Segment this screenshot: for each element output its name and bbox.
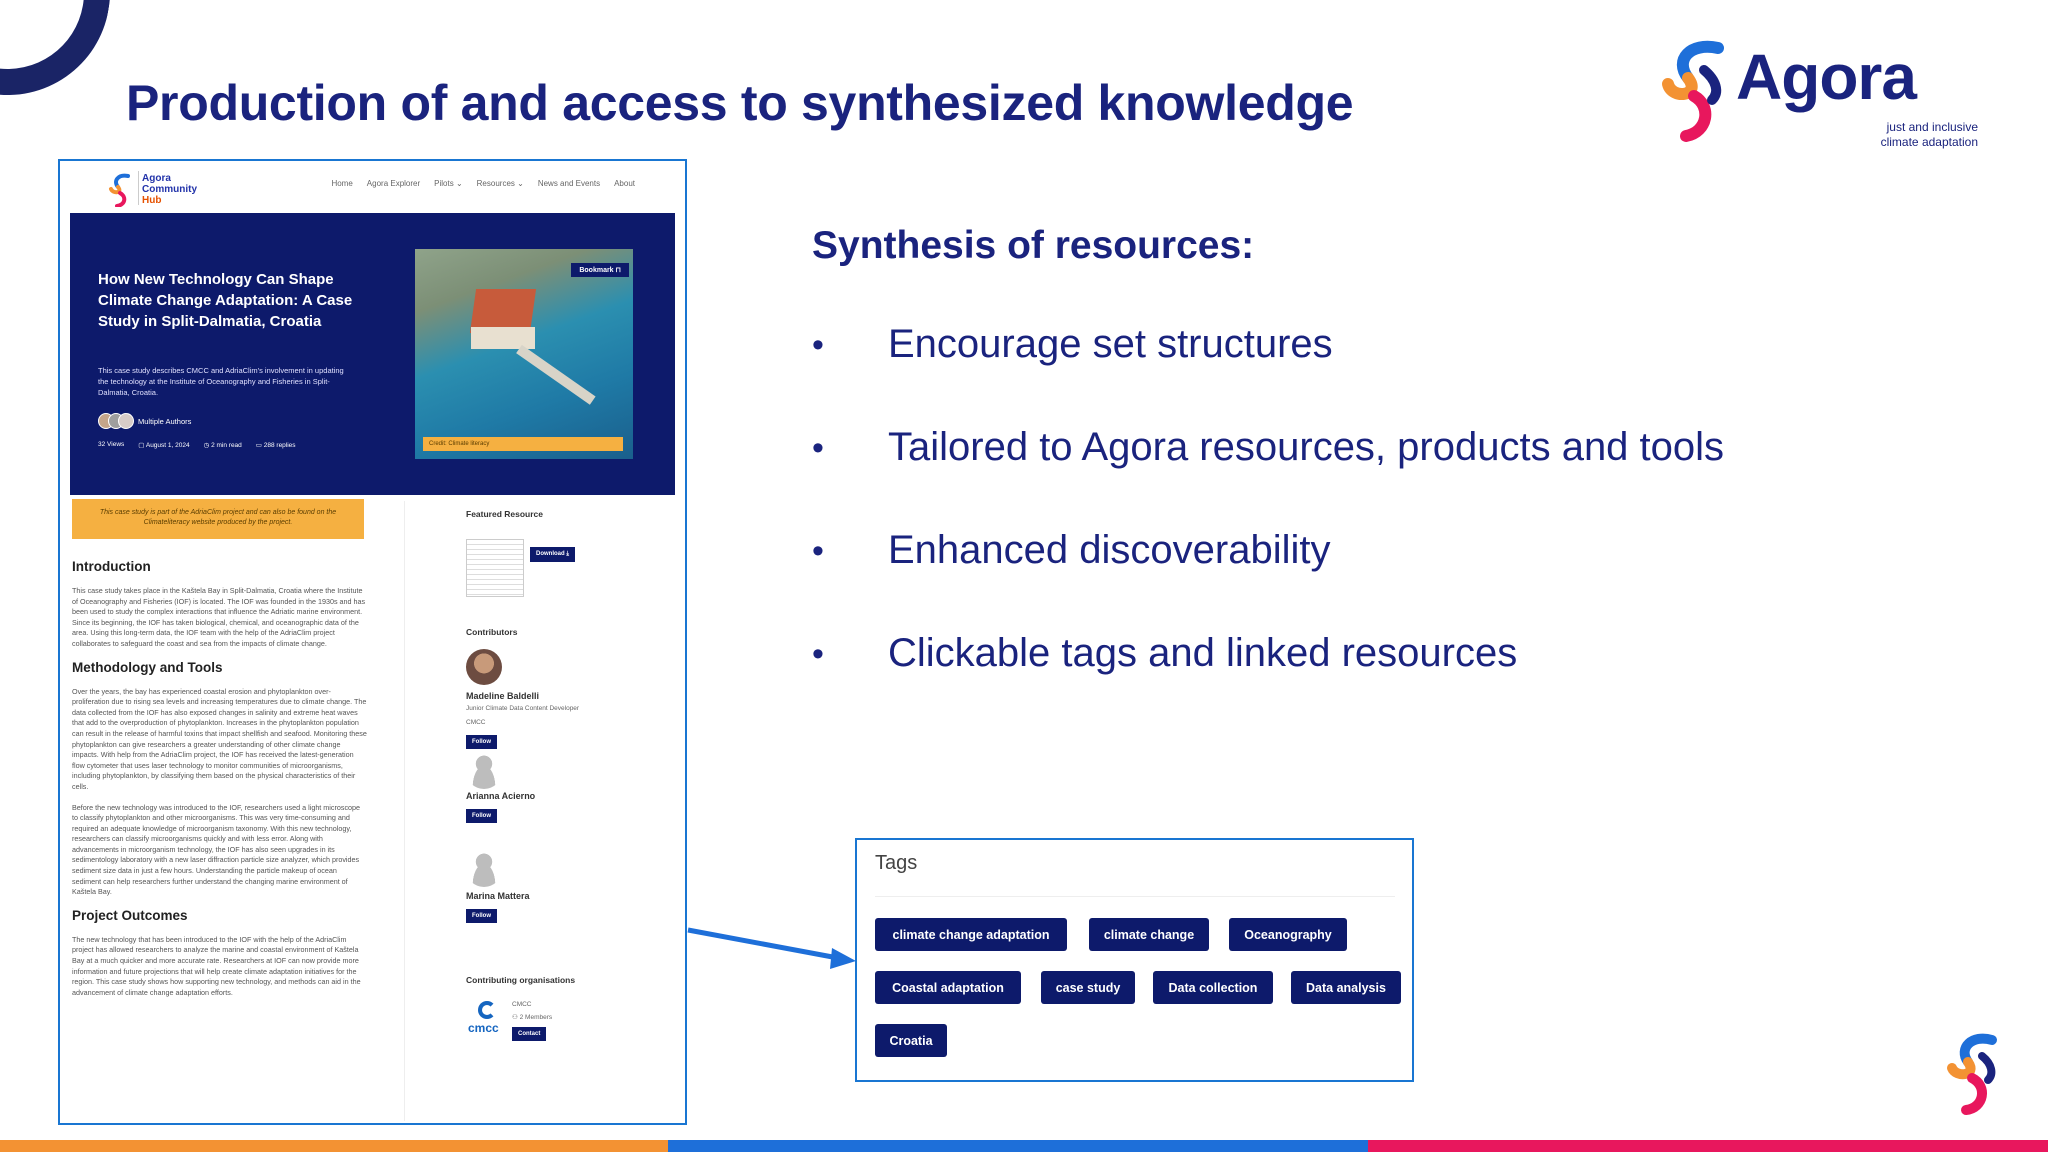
download-button[interactable]: Download ⤓	[530, 547, 575, 562]
contributing-orgs-heading: Contributing organisations	[466, 975, 576, 985]
read-time: ◷ 2 min read	[203, 442, 242, 449]
hub-navbar: Agora Community Hub Home Agora Explorer …	[60, 161, 685, 211]
bullet-text-3: Enhanced discoverability	[888, 528, 1331, 572]
image-credit: Credit: Climate literacy	[423, 437, 623, 451]
contributor-name-3[interactable]: Marina Mattera	[466, 891, 530, 901]
nav-about[interactable]: About	[614, 179, 635, 188]
tag-climate-change[interactable]: climate change	[1089, 918, 1209, 951]
article-hero: How New Technology Can Shape Climate Cha…	[70, 213, 675, 495]
contact-button[interactable]: Contact	[512, 1027, 547, 1041]
agora-logo: Agora just and inclusive climate adaptat…	[1660, 40, 1978, 160]
nav-pilots[interactable]: Pilots ⌄	[434, 179, 463, 188]
org-card[interactable]: cmcc CMCC ⚇ 2 Members Contact	[466, 971, 666, 1051]
nav-home[interactable]: Home	[331, 179, 353, 188]
hub-logo[interactable]: Agora Community Hub	[108, 171, 228, 207]
cmcc-logo: cmcc	[466, 1001, 506, 1041]
slide-title: Production of and access to synthesized …	[126, 75, 1354, 131]
featured-resource-thumbnail[interactable]	[466, 539, 524, 597]
comment-icon: ▭	[255, 442, 264, 449]
featured-resource-heading: Featured Resource	[466, 509, 543, 519]
tag-case-study[interactable]: case study	[1041, 971, 1135, 1004]
authors-label: Multiple Authors	[138, 416, 192, 426]
bullet-text-4: Clickable tags and linked resources	[888, 631, 1518, 675]
article-hero-image: Bookmark ⊓ Credit: Climate literacy	[415, 249, 633, 459]
community-hub-screenshot: Agora Community Hub Home Agora Explorer …	[58, 159, 687, 1125]
tag-data-analysis[interactable]: Data analysis	[1291, 971, 1401, 1004]
tags-panel: Tags climate change adaptation climate c…	[855, 838, 1414, 1082]
bullet-item: • Tailored to Agora resources, products a…	[812, 425, 1724, 528]
tags-heading: Tags	[875, 852, 918, 874]
hub-nav-links: Home Agora Explorer Pilots ⌄ Resources ⌄…	[331, 179, 635, 188]
contributor-avatar-2[interactable]	[466, 753, 502, 789]
hub-logo-text: Agora Community Hub	[142, 173, 197, 206]
org-name: CMCC	[512, 1001, 532, 1008]
bullet-text-1: Encourage set structures	[888, 322, 1333, 366]
methodology-paragraph-2: Before the new technology was introduced…	[72, 802, 361, 897]
methodology-paragraph-1: Over the years, the bay has experienced …	[72, 686, 367, 791]
contributor-name-1[interactable]: Madeline Baldelli	[466, 691, 540, 701]
hub-logo-word-3: Hub	[142, 195, 162, 206]
bullet-glyph: •	[812, 326, 824, 364]
nav-agora-explorer[interactable]: Agora Explorer	[366, 179, 421, 188]
bullet-item: • Encourage set structures	[812, 322, 1724, 425]
section-heading-introduction: Introduction	[72, 559, 151, 574]
synthesis-bullet-list: • Encourage set structures • Tailored to A…	[812, 322, 1724, 734]
hub-logo-icon	[109, 173, 130, 207]
agora-symbol-small-icon	[1947, 1033, 1997, 1115]
publish-date: ▢ August 1, 2024	[138, 442, 190, 449]
hub-logo-word-1: Agora	[142, 173, 171, 184]
tag-climate-change-adaptation[interactable]: climate change adaptation	[875, 918, 1067, 951]
contributors-heading: Contributors	[466, 627, 518, 637]
contributor-role-1: Junior Climate Data Content Developer	[466, 705, 580, 712]
replies-count: ▭ 288 replies	[255, 442, 296, 449]
section-heading-outcomes: Project Outcomes	[72, 907, 188, 923]
nav-resources[interactable]: Resources ⌄	[476, 179, 524, 188]
calendar-icon: ▢	[138, 442, 146, 449]
article-authors[interactable]: Multiple Authors	[98, 413, 191, 429]
bullet-text-2: Tailored to Agora resources, products an…	[888, 425, 1725, 469]
author-avatars	[98, 413, 134, 429]
section-heading-methodology: Methodology and Tools	[72, 659, 223, 675]
article-description: This case study describes CMCC and Adria…	[98, 366, 344, 397]
adriaclim-notice: This case study is part of the AdriaClim…	[72, 499, 364, 539]
tag-oceanography[interactable]: Oceanography	[1229, 918, 1347, 951]
follow-button-3[interactable]: Follow	[466, 909, 497, 923]
bullet-item: • Clickable tags and linked resources	[812, 631, 1724, 734]
bookmark-button[interactable]: Bookmark ⊓	[571, 263, 629, 277]
synthesis-heading: Synthesis of resources:	[812, 224, 1255, 267]
nav-news-events[interactable]: News and Events	[537, 179, 601, 188]
bookmark-icon: ⊓	[615, 267, 621, 274]
article-title: How New Technology Can Shape Climate Cha…	[98, 271, 353, 330]
bullet-glyph: •	[812, 429, 824, 467]
views-count: 32 Views	[98, 441, 125, 448]
tag-coastal-adaptation[interactable]: Coastal adaptation	[875, 971, 1021, 1004]
bullet-glyph: •	[812, 635, 824, 673]
intro-paragraph: This case study takes place in the Kašte…	[72, 586, 366, 648]
brand-tagline-line-2: climate adaptation	[1880, 135, 1978, 149]
brand-tagline: just and inclusive climate adaptation	[1838, 120, 1978, 150]
org-members: ⚇ 2 Members	[512, 1014, 553, 1021]
contributor-org-1: CMCC	[466, 719, 486, 726]
contributor-name-2[interactable]: Arianna Acierno	[466, 791, 536, 801]
contributor-avatar-1[interactable]	[466, 649, 502, 685]
follow-button-2[interactable]: Follow	[466, 809, 497, 823]
tag-data-collection[interactable]: Data collection	[1153, 971, 1273, 1004]
article-meta: 32 Views ▢ August 1, 2024 ◷ 2 min read ▭…	[98, 441, 296, 449]
decorative-arc	[0, 0, 127, 112]
contributor-avatar-3[interactable]	[466, 851, 502, 887]
hub-logo-word-2: Community	[142, 184, 197, 195]
brand-name: Agora	[1736, 41, 1917, 113]
tag-croatia[interactable]: Croatia	[875, 1024, 947, 1057]
agora-symbol-icon	[1662, 40, 1724, 142]
follow-button-1[interactable]: Follow	[466, 735, 497, 749]
article-body: Introduction This case study takes place…	[72, 553, 368, 1008]
bullet-item: • Enhanced discoverability	[812, 528, 1724, 631]
brand-tagline-line-1: just and inclusive	[1886, 120, 1978, 134]
bullet-glyph: •	[812, 532, 824, 570]
clock-icon: ◷	[203, 442, 212, 449]
members-icon: ⚇	[512, 1014, 520, 1021]
footer-color-bar	[0, 1140, 2048, 1152]
outcomes-paragraph: The new technology that has been introdu…	[72, 934, 361, 997]
